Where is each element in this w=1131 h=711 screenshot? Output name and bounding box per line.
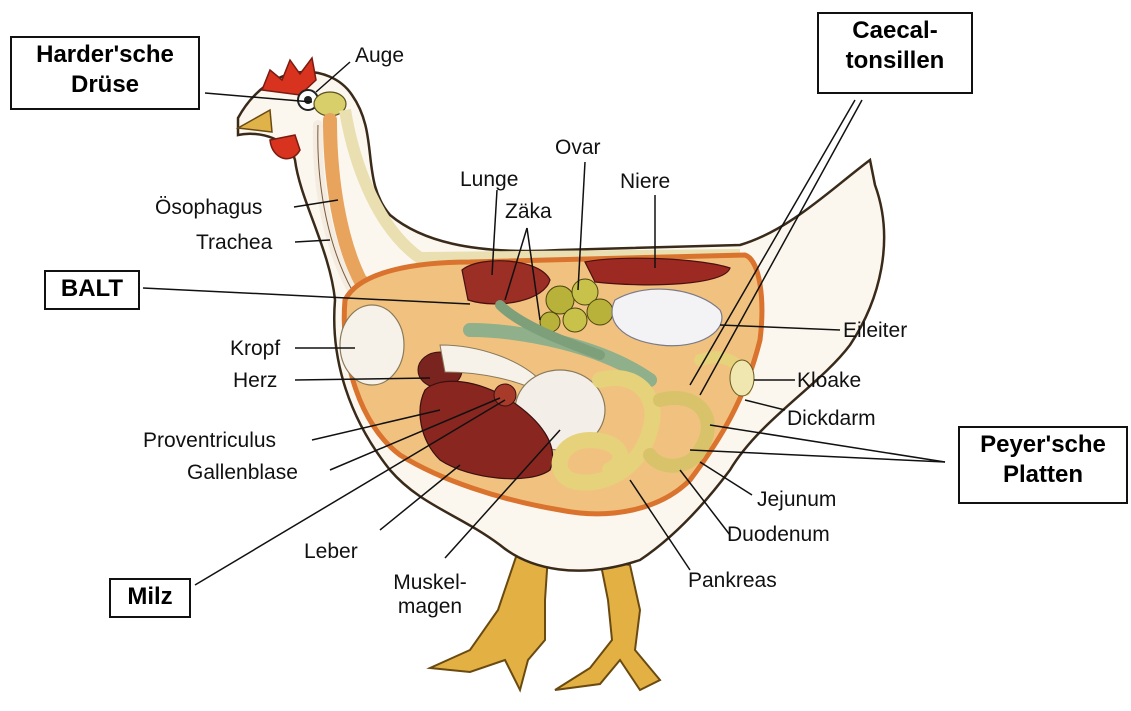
label-niere: Niere — [620, 170, 670, 194]
label-auge: Auge — [355, 44, 404, 68]
label-proventriculus: Proventriculus — [143, 429, 276, 453]
box-peyer-line1: Peyer'sche — [966, 430, 1120, 460]
label-duodenum: Duodenum — [727, 523, 830, 547]
box-caecaltonsillen: Caecal- tonsillen — [817, 12, 973, 94]
box-peyer-line2: Platten — [966, 460, 1120, 490]
box-harder-druese: Harder'sche Drüse — [10, 36, 200, 110]
label-oesophagus: Ösophagus — [155, 196, 262, 220]
label-leber: Leber — [304, 540, 358, 564]
spleen — [494, 384, 516, 406]
label-lunge: Lunge — [460, 168, 518, 192]
box-peyersche-platten: Peyer'sche Platten — [958, 426, 1128, 504]
label-dickdarm: Dickdarm — [787, 407, 876, 431]
label-muskelmagen-line1: Muskel- — [385, 571, 475, 595]
label-gallenblase: Gallenblase — [187, 461, 298, 485]
box-balt: BALT — [44, 270, 140, 310]
label-jejunum: Jejunum — [757, 488, 836, 512]
label-pankreas: Pankreas — [688, 569, 777, 593]
wattle — [270, 135, 300, 159]
label-trachea: Trachea — [196, 231, 272, 255]
label-zaeka: Zäka — [505, 200, 552, 224]
label-kloake: Kloake — [797, 369, 861, 393]
box-milz: Milz — [109, 578, 191, 618]
box-harder-line1: Harder'sche — [18, 40, 192, 70]
box-balt-text: BALT — [52, 274, 132, 304]
box-caecal-line2: tonsillen — [825, 46, 965, 76]
label-ovar: Ovar — [555, 136, 601, 160]
label-muskelmagen: Muskel- magen — [385, 571, 475, 619]
label-eileiter: Eileiter — [843, 319, 907, 343]
label-muskelmagen-line2: magen — [385, 595, 475, 619]
crop — [340, 305, 404, 385]
label-kropf: Kropf — [230, 337, 280, 361]
box-caecal-line1: Caecal- — [825, 16, 965, 46]
box-harder-line2: Drüse — [18, 70, 192, 100]
cloaca — [730, 360, 754, 396]
label-herz: Herz — [233, 369, 277, 393]
box-milz-text: Milz — [117, 582, 183, 612]
